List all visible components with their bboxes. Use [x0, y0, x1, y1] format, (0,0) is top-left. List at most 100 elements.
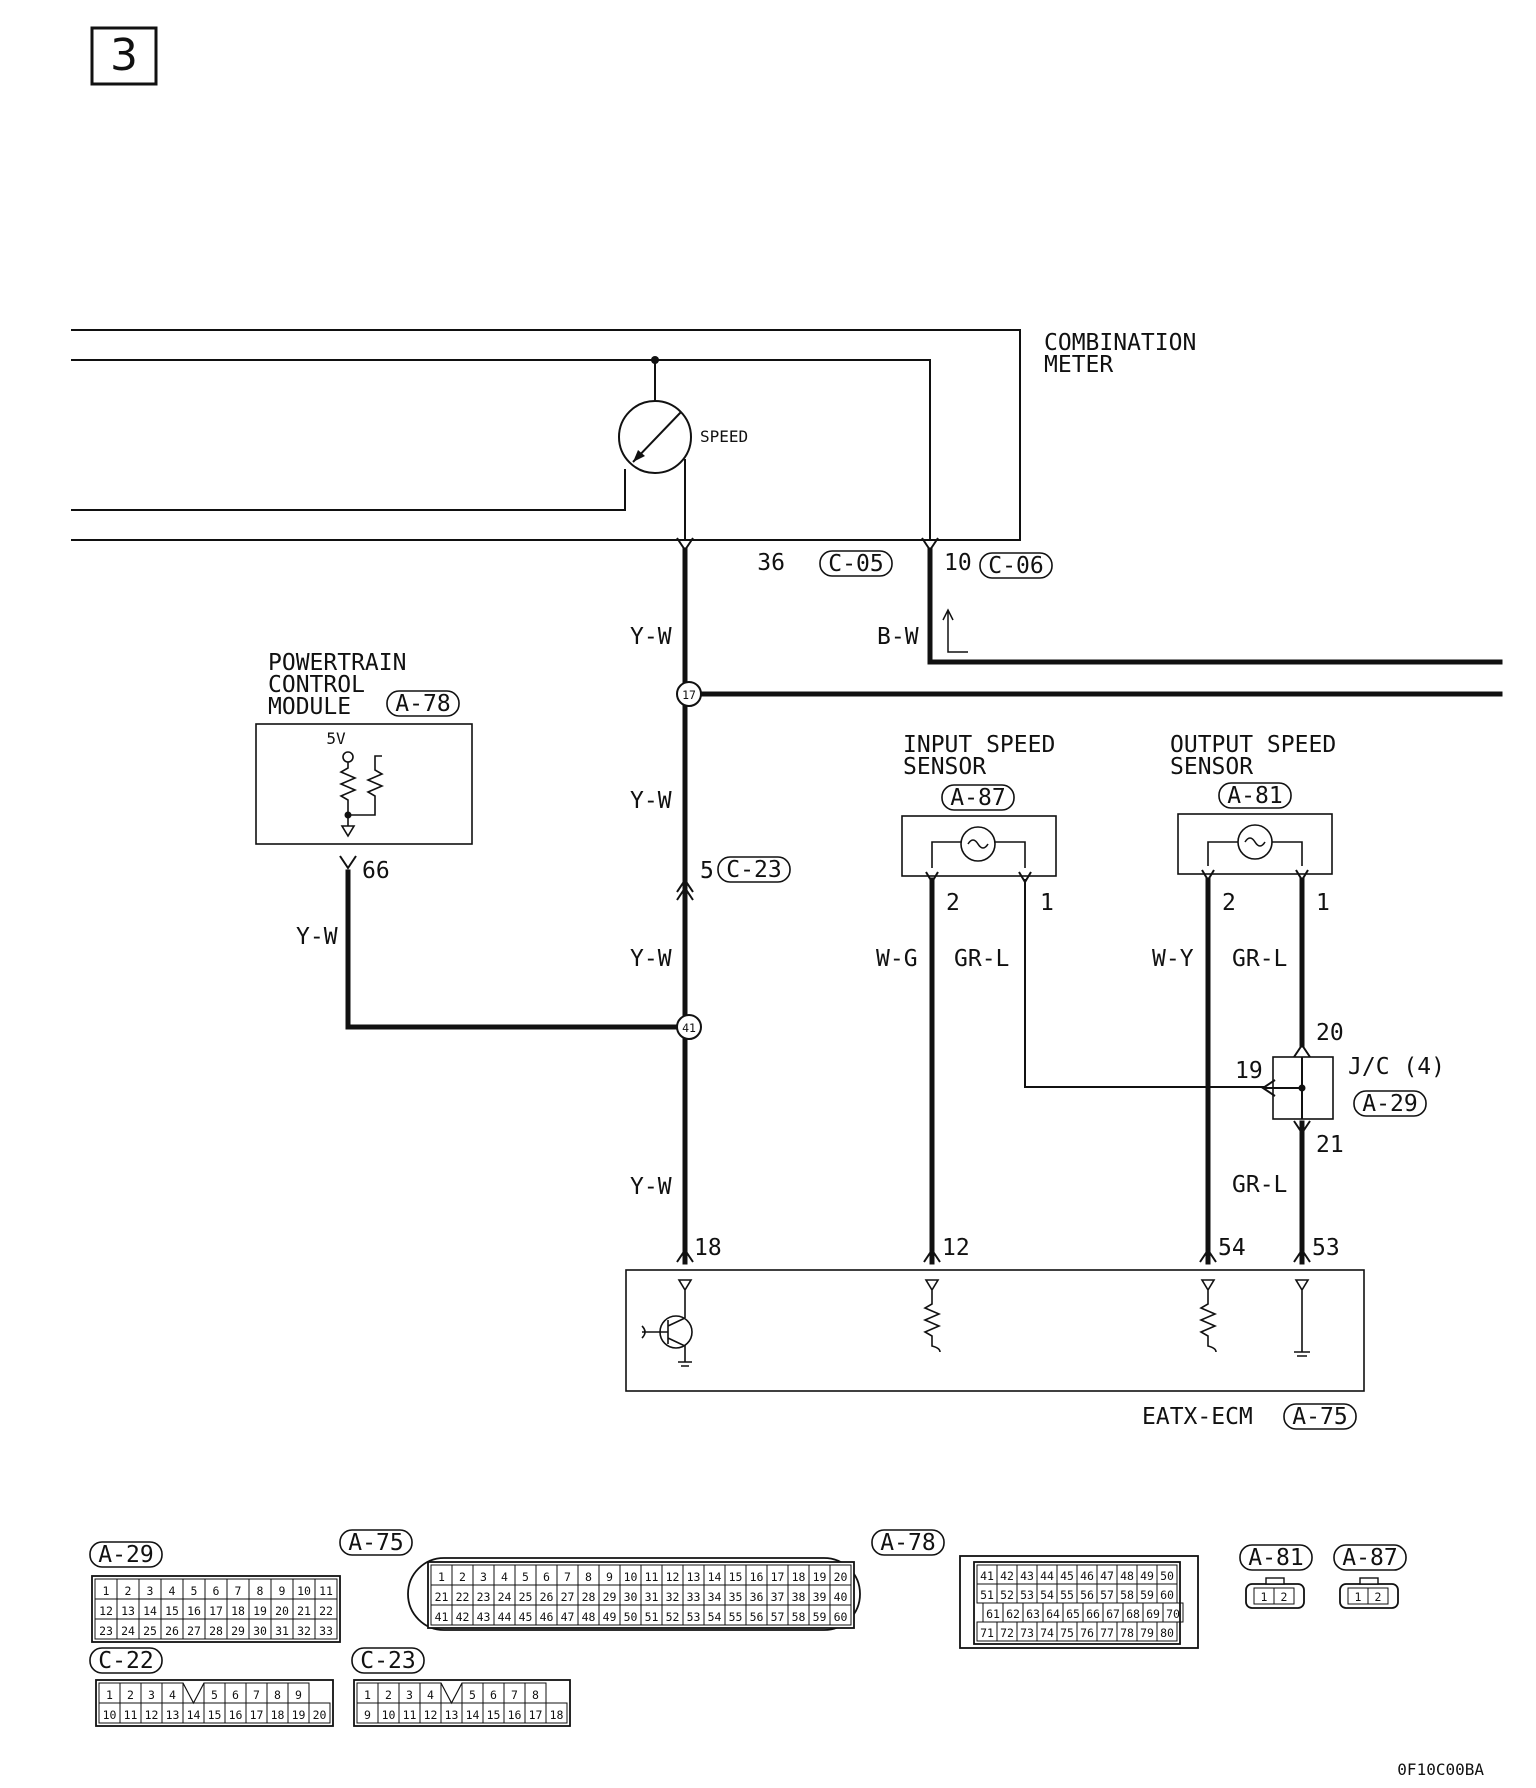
wire-label-yw-3: Y-W: [630, 946, 672, 972]
svg-text:77: 77: [1100, 1626, 1114, 1640]
junction-connector: 20 19 21 J/C (4) A-29: [1235, 1020, 1445, 1158]
svg-text:14: 14: [187, 1708, 201, 1722]
svg-text:12: 12: [99, 1604, 113, 1618]
svg-text:78: 78: [1120, 1626, 1134, 1640]
connector-pin-cell: 60: [829, 1604, 852, 1626]
svg-text:72: 72: [1000, 1626, 1014, 1640]
input-sensor-pin-1: 1: [1040, 890, 1054, 916]
wire-label-yw-4: Y-W: [630, 1174, 672, 1200]
svg-text:A-78: A-78: [880, 1530, 935, 1556]
pcm-pin: 66: [362, 858, 390, 884]
connector-label-a75: A-75: [339, 1529, 413, 1556]
svg-text:12: 12: [145, 1708, 159, 1722]
ecm-pin-53: 53: [1312, 1235, 1340, 1261]
input-sensor-label-2: SENSOR: [903, 754, 986, 780]
svg-text:48: 48: [1120, 1569, 1134, 1583]
svg-text:10: 10: [103, 1708, 117, 1722]
svg-text:21: 21: [435, 1590, 449, 1604]
connector-label-a81: A-81: [1239, 1544, 1313, 1571]
svg-text:7: 7: [253, 1688, 260, 1702]
svg-text:47: 47: [561, 1610, 575, 1624]
figure-code: 0F10C00BA: [1397, 1760, 1484, 1779]
svg-text:1: 1: [106, 1688, 113, 1702]
svg-text:33: 33: [687, 1590, 701, 1604]
svg-text:55: 55: [1060, 1588, 1074, 1602]
svg-text:43: 43: [1020, 1569, 1034, 1583]
svg-text:7: 7: [235, 1584, 242, 1598]
jc-connector: A-29: [1362, 1091, 1417, 1117]
svg-text:28: 28: [209, 1624, 223, 1638]
svg-text:17: 17: [529, 1708, 543, 1722]
svg-text:6: 6: [232, 1688, 239, 1702]
svg-text:36: 36: [750, 1590, 764, 1604]
svg-text:29: 29: [231, 1624, 245, 1638]
svg-text:9: 9: [364, 1708, 371, 1722]
pcm-label-2: CONTROL: [268, 672, 365, 698]
wire-pcm-yw: [345, 869, 680, 1030]
svg-text:17: 17: [250, 1708, 264, 1722]
joint-41: [676, 1014, 702, 1040]
svg-text:33: 33: [319, 1624, 333, 1638]
svg-text:2: 2: [127, 1688, 134, 1702]
svg-text:1: 1: [1261, 1590, 1268, 1604]
svg-text:A-87: A-87: [1342, 1545, 1397, 1571]
svg-text:56: 56: [1080, 1588, 1094, 1602]
svg-text:71: 71: [980, 1626, 994, 1640]
svg-text:10: 10: [944, 550, 972, 576]
svg-text:53: 53: [687, 1610, 701, 1624]
svg-text:44: 44: [498, 1610, 512, 1624]
svg-text:19: 19: [813, 1570, 827, 1584]
svg-text:5: 5: [522, 1570, 529, 1584]
svg-text:29: 29: [603, 1590, 617, 1604]
wire-bw: [927, 547, 1503, 665]
svg-text:65: 65: [1066, 1607, 1080, 1621]
svg-text:4: 4: [501, 1570, 508, 1584]
svg-text:18: 18: [271, 1708, 285, 1722]
svg-text:63: 63: [1026, 1607, 1040, 1621]
svg-text:16: 16: [187, 1604, 201, 1618]
svg-text:15: 15: [487, 1708, 501, 1722]
svg-text:3: 3: [406, 1688, 413, 1702]
combination-meter-label-2: METER: [1044, 352, 1113, 378]
pcm-label-3: MODULE: [268, 694, 351, 720]
svg-text:56: 56: [750, 1610, 764, 1624]
wire-label-yw-2: Y-W: [630, 788, 672, 814]
svg-text:13: 13: [166, 1708, 180, 1722]
svg-text:14: 14: [143, 1604, 157, 1618]
combination-meter-label-1: COMBINATION: [1044, 330, 1196, 356]
svg-text:1: 1: [1355, 1590, 1362, 1604]
output-speed-sensor: OUTPUT SPEED SENSOR A-81 2 1: [1170, 732, 1336, 916]
svg-text:59: 59: [813, 1610, 827, 1624]
svg-text:60: 60: [1160, 1588, 1174, 1602]
svg-text:8: 8: [257, 1584, 264, 1598]
ecm-output-resistor-icon: [1198, 1279, 1218, 1353]
svg-text:67: 67: [1106, 1607, 1120, 1621]
svg-text:8: 8: [274, 1688, 281, 1702]
svg-text:58: 58: [1120, 1588, 1134, 1602]
svg-text:42: 42: [456, 1610, 470, 1624]
svg-text:24: 24: [498, 1590, 512, 1604]
svg-text:18: 18: [792, 1570, 806, 1584]
meter-pin-36: 36 C-05: [676, 537, 893, 577]
svg-text:15: 15: [208, 1708, 222, 1722]
svg-text:2: 2: [385, 1688, 392, 1702]
svg-text:4: 4: [427, 1688, 434, 1702]
output-sensor-pin-1: 1: [1316, 890, 1330, 916]
svg-text:57: 57: [1100, 1588, 1114, 1602]
svg-text:31: 31: [275, 1624, 289, 1638]
svg-text:20: 20: [313, 1708, 327, 1722]
svg-text:16: 16: [750, 1570, 764, 1584]
svg-text:51: 51: [645, 1610, 659, 1624]
svg-text:13: 13: [445, 1708, 459, 1722]
jc-pin-20: 20: [1316, 1020, 1344, 1046]
svg-text:30: 30: [253, 1624, 267, 1638]
svg-text:24: 24: [121, 1624, 135, 1638]
svg-text:45: 45: [1060, 1569, 1074, 1583]
svg-text:19: 19: [253, 1604, 267, 1618]
jc-pin-21: 21: [1316, 1132, 1344, 1158]
